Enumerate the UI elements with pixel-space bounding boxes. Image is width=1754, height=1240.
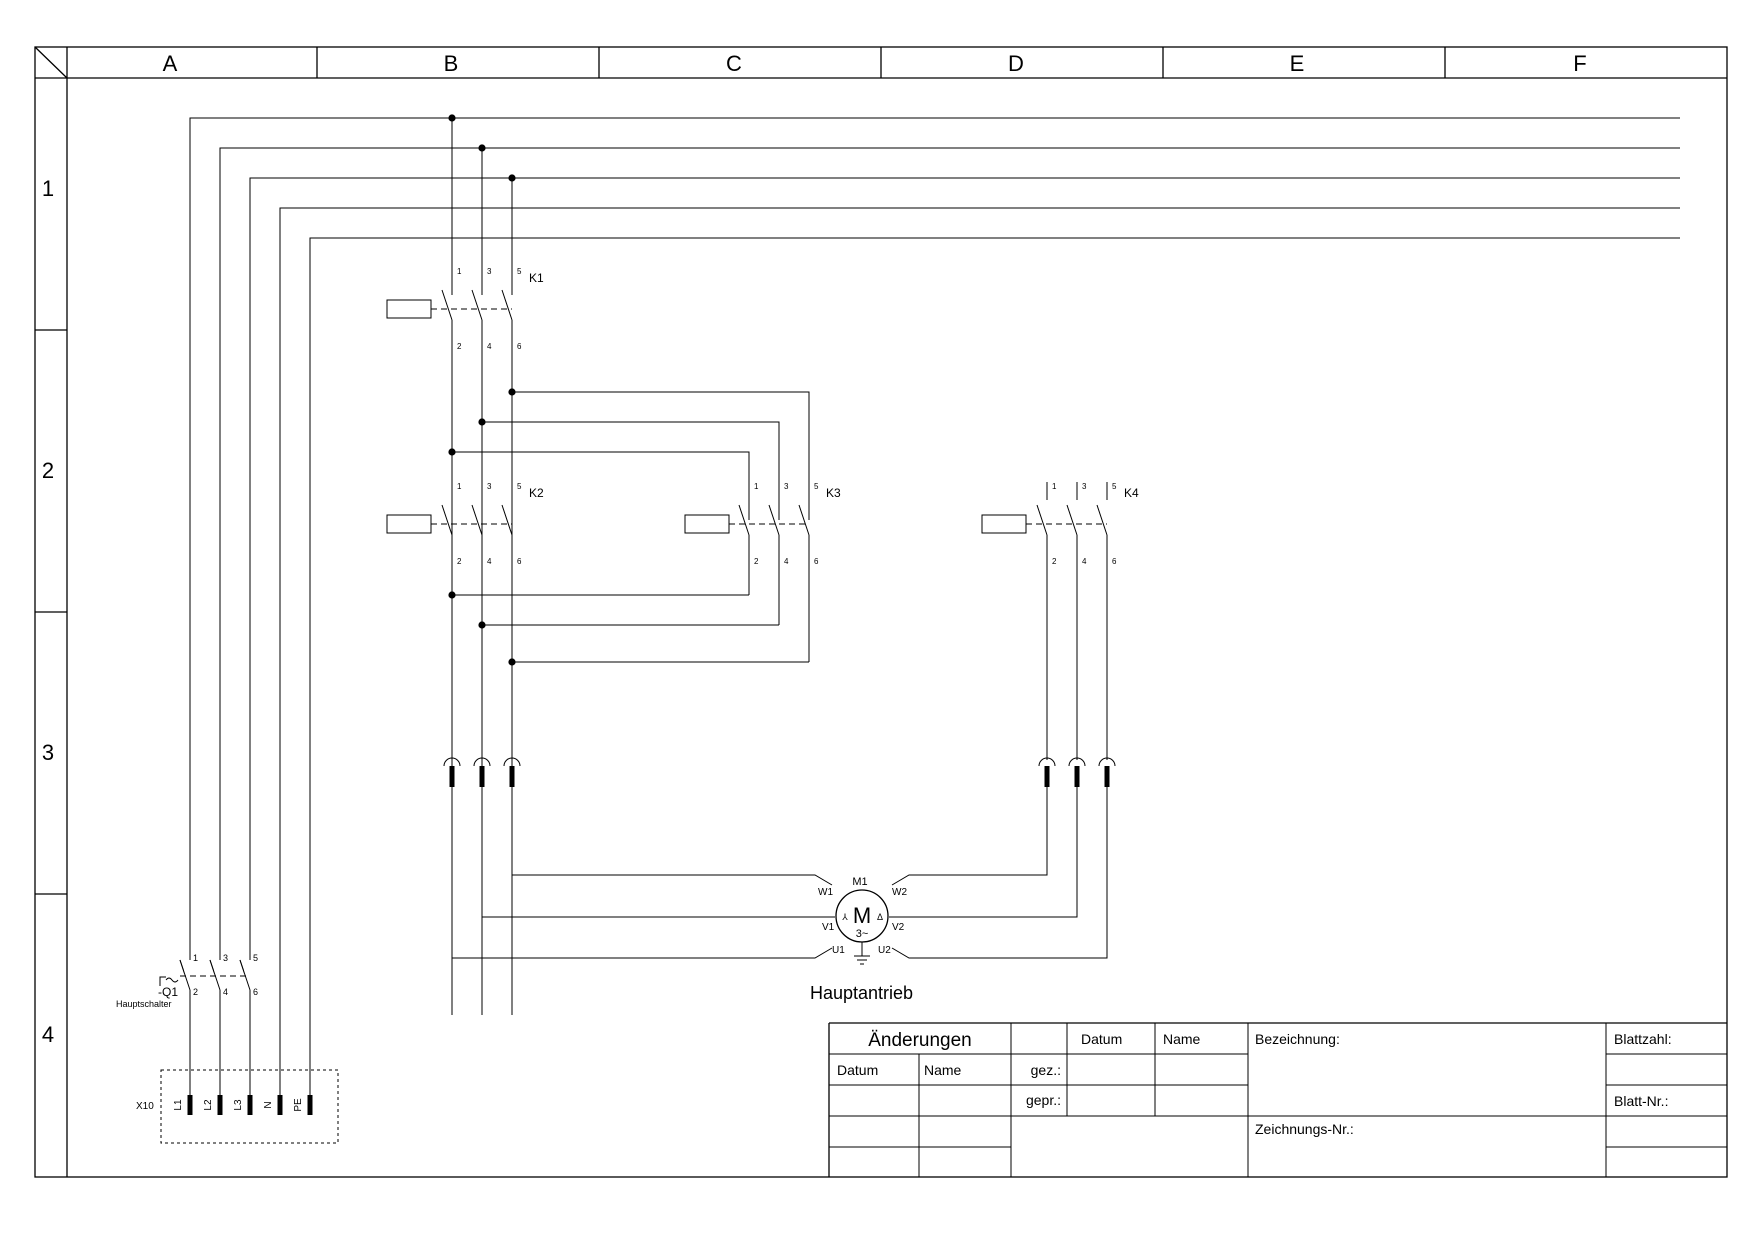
row-label-2: 2 (42, 458, 54, 483)
motor-terminal-u2: U2 (878, 945, 891, 956)
tb-sheet-no: Blatt-Nr.: (1614, 1093, 1668, 1109)
k2-pin-1: 1 (457, 482, 462, 491)
connection-k1-k3 (448, 388, 810, 520)
column-label-d: D (1008, 51, 1024, 76)
k1-pin-2: 2 (457, 342, 462, 351)
tb-drawn: gez.: (1031, 1062, 1061, 1078)
column-label-b: B (444, 51, 459, 76)
q1-pin-5: 5 (253, 953, 258, 963)
x10-pin-l2: L2 (203, 1099, 214, 1111)
title-block: Änderungen Datum Name Datum Name gez.: g… (828, 1022, 1727, 1177)
k3-pin-4: 4 (784, 557, 789, 566)
q1-pin-2: 2 (193, 987, 198, 997)
k3-pin-2: 2 (754, 557, 759, 566)
column-label-f: F (1573, 51, 1586, 76)
k4-label: K4 (1124, 486, 1139, 500)
k1-pin-5: 5 (517, 267, 522, 276)
q1-label: -Q1 (158, 985, 178, 999)
row-label-4: 4 (42, 1022, 54, 1047)
k1-pin-1: 1 (457, 267, 462, 276)
column-label-c: C (726, 51, 742, 76)
x10-pin-pe: PE (293, 1098, 304, 1112)
drawing-frame (34, 46, 1728, 1178)
k2-pin-6: 6 (517, 557, 522, 566)
k1-pin-3: 3 (487, 267, 492, 276)
k3-pin-1: 1 (754, 482, 759, 491)
x10-pin-n: N (263, 1101, 274, 1108)
tb-sheet-count: Blattzahl: (1614, 1031, 1672, 1047)
supply-busbars (189, 117, 1680, 1095)
contactor-k2: 1 3 5 2 4 6 K2 (386, 482, 544, 566)
k1-pin-4: 4 (487, 342, 492, 351)
tb-changes: Änderungen (868, 1030, 972, 1051)
motor-terminal-u1: U1 (832, 945, 845, 956)
motor-label: M1 (852, 876, 867, 888)
motor-caption: Hauptantrieb (810, 983, 913, 1003)
q1-pin-3: 3 (223, 953, 228, 963)
k4-pin-2: 2 (1052, 557, 1057, 566)
motor-terminal-v1: V1 (822, 922, 835, 933)
k2-pin-2: 2 (457, 557, 462, 566)
terminal-strip-x10: X10 L1 L2 L3 N PE (136, 1069, 339, 1144)
row-label-1: 1 (42, 176, 54, 201)
x10-pin-l1: L1 (173, 1099, 184, 1111)
k4-pin-1: 1 (1052, 482, 1057, 491)
tb-drawing-no: Zeichnungs-Nr.: (1255, 1121, 1354, 1137)
column-label-e: E (1290, 51, 1305, 76)
k3-pin-6: 6 (814, 557, 819, 566)
tb-changes-name: Name (924, 1062, 962, 1078)
column-labels: A B C D E F (163, 51, 1587, 76)
k4-pin-3: 3 (1082, 482, 1087, 491)
ground-icon (854, 942, 870, 965)
motor-terminal-w1: W1 (818, 887, 833, 898)
connection-k2-k3 (448, 591, 809, 666)
k2-pin-5: 5 (517, 482, 522, 491)
q1-pin-1: 1 (193, 953, 198, 963)
k4-pin-6: 6 (1112, 557, 1117, 566)
k3-pin-5: 5 (814, 482, 819, 491)
k2-pin-3: 3 (487, 482, 492, 491)
k4-pin-5: 5 (1112, 482, 1117, 491)
plug-connectors (443, 757, 1116, 787)
row-label-3: 3 (42, 740, 54, 765)
k2-pin-4: 4 (487, 557, 492, 566)
k1-pin-6: 6 (517, 342, 522, 351)
motor-terminal-w2: W2 (892, 887, 907, 898)
motor-delta-icon: Δ (877, 912, 883, 922)
q1-pin-6: 6 (253, 987, 258, 997)
column-label-a: A (163, 51, 178, 76)
tb-date: Datum (1081, 1031, 1122, 1047)
k1-label: K1 (529, 271, 544, 285)
tb-designation: Bezeichnung: (1255, 1031, 1340, 1047)
contactor-k3: 1 3 5 2 4 6 K3 (684, 482, 841, 662)
motor-terminal-v2: V2 (892, 922, 905, 933)
q1-caption: Hauptschalter (116, 999, 172, 1009)
tb-checked: gepr.: (1026, 1092, 1061, 1108)
motor-wiring (451, 787, 1108, 959)
k2-label: K2 (529, 486, 544, 500)
motor-m1: M 3~ ⅄ Δ M1 W1 V1 U1 W2 V2 U2 Hauptantri… (810, 876, 913, 1003)
q1-pin-4: 4 (223, 987, 228, 997)
tb-changes-date: Datum (837, 1062, 878, 1078)
k3-pin-3: 3 (784, 482, 789, 491)
contactor-k4: 1 3 5 2 4 6 K4 (981, 482, 1139, 760)
x10-pin-l3: L3 (233, 1099, 244, 1111)
motor-phase: 3~ (856, 928, 869, 940)
k3-label: K3 (826, 486, 841, 500)
motor-symbol: M (853, 903, 871, 928)
motor-star-icon: ⅄ (841, 912, 848, 922)
main-switch-q1: 1 3 5 2 4 6 -Q1 Hauptschalter (116, 953, 258, 1009)
tb-name: Name (1163, 1031, 1201, 1047)
x10-label: X10 (136, 1101, 154, 1112)
row-labels: 1 2 3 4 (42, 176, 54, 1047)
k4-pin-4: 4 (1082, 557, 1087, 566)
